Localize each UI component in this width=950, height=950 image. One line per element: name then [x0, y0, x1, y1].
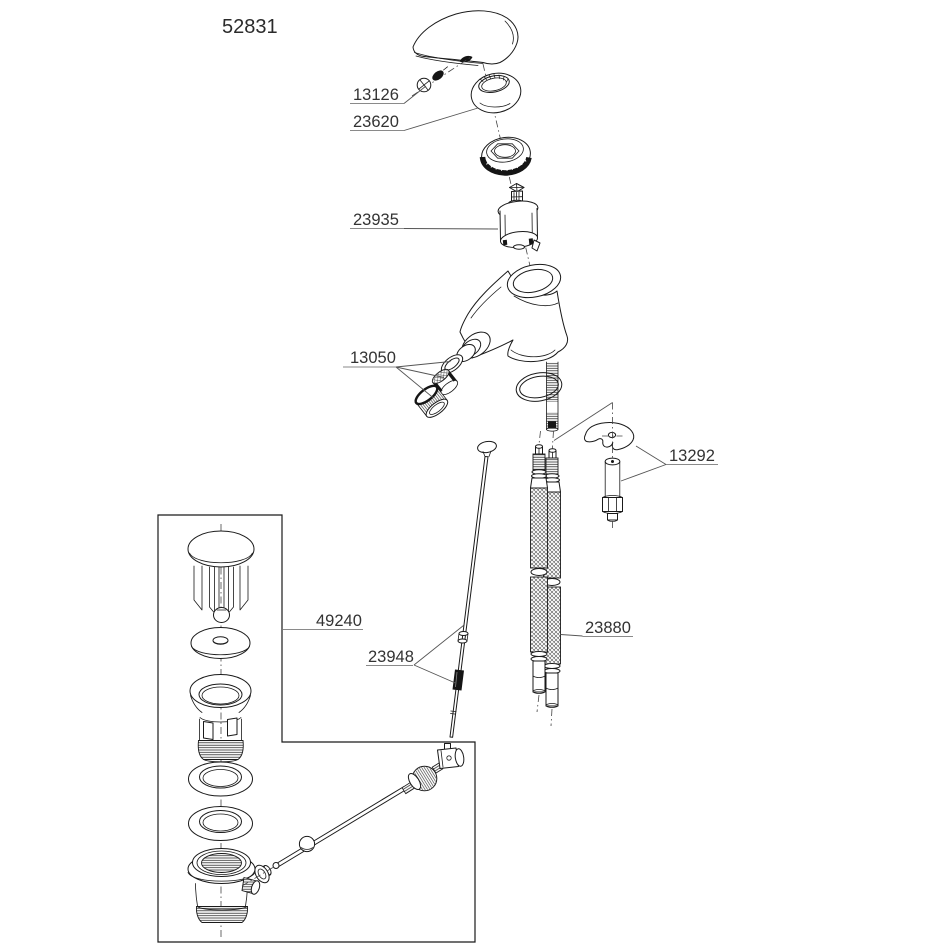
bolt-axis-line [602, 402, 623, 529]
cartridge-tab [531, 239, 541, 252]
svg-text:13292: 13292 [669, 447, 715, 465]
svg-text:23620: 23620 [353, 113, 399, 131]
pivot-rod-tip [272, 862, 280, 869]
supply-hose-left [530, 444, 548, 713]
lift-rod-collar [457, 631, 469, 644]
label-aerator: 13050 [343, 349, 451, 399]
faucet-handle [412, 10, 519, 66]
handle-screw [416, 66, 448, 93]
knurled-flange [479, 156, 532, 176]
label-cartridge: 23935 [350, 211, 499, 230]
svg-text:13126: 13126 [353, 86, 399, 104]
part-labels: 52831 13126 23620 23935 13050 13292 49 [222, 16, 718, 684]
label-lift-rod: 23948 [366, 625, 464, 684]
hose-axis-lines [538, 430, 554, 450]
aerator-shell [414, 384, 449, 418]
handle-screw-socket [459, 55, 473, 63]
cartridge [497, 183, 541, 252]
label-dome-ring: 23620 [350, 107, 479, 132]
label-mounting-kit: 13292 [620, 445, 718, 482]
lock-ring [479, 136, 532, 176]
drain-flange [189, 674, 252, 763]
aerator-washer [440, 354, 464, 374]
drain-assembly-box [157, 514, 476, 943]
svg-text:23935: 23935 [353, 211, 399, 229]
diagram-title: 52831 [222, 16, 278, 38]
pivot-ball [298, 835, 316, 853]
label-supply-hoses: 23880 [560, 619, 633, 638]
drain-body [187, 848, 261, 923]
faucet-body [456, 263, 569, 362]
label-drain-assembly: 49240 [283, 612, 363, 631]
port-seat-cap [254, 864, 272, 884]
mounting-bolt [602, 457, 623, 522]
drain-stopper [187, 530, 255, 623]
label-handle-screw: 13126 [350, 85, 427, 105]
pivot-clevis [437, 743, 465, 769]
alignment-line [553, 402, 613, 441]
drain-gasket-upper [188, 761, 253, 797]
drain-gasket-lower [188, 806, 253, 841]
svg-text:23948: 23948 [368, 648, 414, 666]
svg-text:13050: 13050 [350, 349, 396, 367]
svg-text:23880: 23880 [585, 619, 631, 637]
dome-ring [470, 72, 522, 114]
svg-text:49240: 49240 [316, 612, 362, 630]
o-ring [515, 372, 563, 402]
knurled-nut [407, 762, 441, 795]
pivot-rod-assembly [272, 743, 465, 869]
lift-rod [449, 440, 497, 738]
drain-washer [190, 627, 251, 659]
